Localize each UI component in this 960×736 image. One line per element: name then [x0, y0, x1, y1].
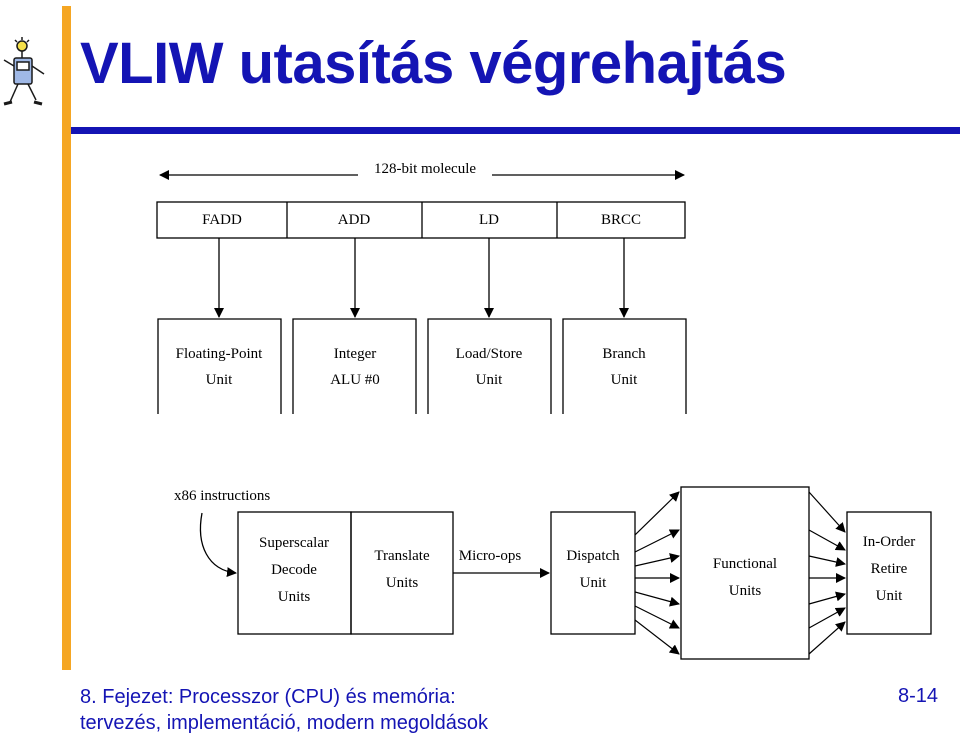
page-number: 8-14: [898, 685, 939, 707]
unit-fp-line2: Unit: [206, 372, 234, 388]
decode-line3: Units: [278, 589, 311, 605]
decode-line1: Superscalar: [259, 535, 329, 551]
molecule-slots: [156, 201, 686, 239]
functional-line1: Functional: [713, 556, 777, 572]
slot-ld: LD: [479, 212, 499, 228]
footer-line1: 8. Fejezet: Processzor (CPU) és memória:: [80, 686, 456, 708]
functional-line2: Units: [729, 583, 762, 599]
unit-int-line2: ALU #0: [330, 372, 380, 388]
microops-label: Micro-ops: [459, 548, 522, 564]
retire-line1: In-Order: [863, 534, 915, 550]
slot-fadd: FADD: [202, 212, 242, 228]
footer-chapter: 8. Fejezet: Processzor (CPU) és memória:…: [80, 684, 488, 736]
footer-line2: tervezés, implementáció, modern megoldás…: [80, 712, 488, 734]
unit-ls-line2: Unit: [476, 372, 504, 388]
title-rule: [71, 127, 960, 134]
slot-unit-arrows: [214, 238, 629, 318]
dispatch-line1: Dispatch: [566, 548, 620, 564]
dispatch-line2: Unit: [580, 575, 608, 591]
execution-units: [157, 318, 687, 414]
unit-ls-line1: Load/Store: [456, 346, 523, 362]
slot-add: ADD: [338, 212, 371, 228]
molecule-label: 128-bit molecule: [374, 161, 476, 177]
retire-line3: Unit: [876, 588, 904, 604]
slide-title: VLIW utasítás végrehajtás: [80, 31, 787, 96]
unit-fp-line1: Floating-Point: [176, 346, 264, 362]
unit-int-line1: Integer: [334, 346, 376, 362]
unit-br-line1: Branch: [602, 346, 646, 362]
retire-fanin-arrows: [808, 491, 846, 655]
mascot-icon: [3, 37, 45, 106]
unit-br-line2: Unit: [611, 372, 639, 388]
dispatch-fanout-arrows: [634, 491, 680, 655]
retire-line2: Retire: [871, 561, 908, 577]
decode-line2: Decode: [271, 562, 317, 578]
slot-brcc: BRCC: [601, 212, 641, 228]
translate-line2: Units: [386, 575, 419, 591]
x86-label: x86 instructions: [174, 488, 270, 504]
accent-bar-vertical: [62, 6, 71, 670]
x86-curve-arrow: [199, 512, 237, 578]
translate-line1: Translate: [374, 548, 430, 564]
